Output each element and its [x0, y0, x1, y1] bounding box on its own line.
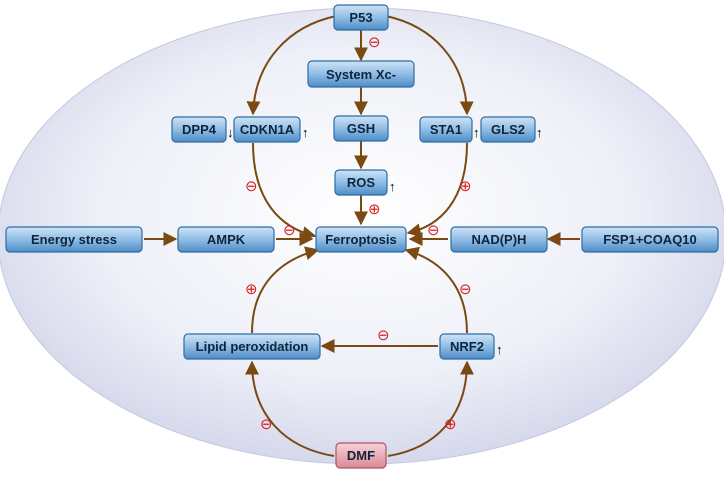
node-gls2: GLS2 ↑ — [480, 116, 543, 143]
sign-nadph-ferroptosis: ⊖ — [427, 222, 440, 239]
nrf2-up-arrow: ↑ — [496, 342, 503, 357]
node-fsp1-label: FSP1+COAQ10 — [603, 232, 697, 247]
cdkn1a-up-arrow: ↑ — [302, 125, 309, 140]
node-dmf: DMF — [335, 442, 387, 469]
node-system-xc: System Xc- — [307, 60, 415, 88]
sign-p53-systemxc: ⊖ — [368, 34, 381, 51]
arrow-dmf-nrf2 — [387, 360, 474, 457]
node-ros: ROS ↑ — [334, 169, 396, 196]
sign-cdkn1a-ferroptosis: ⊖ — [245, 178, 258, 195]
node-dmf-label: DMF — [347, 448, 375, 463]
arrow-nrf2-ferroptosis — [404, 246, 468, 334]
regulation-signs: ⊖ ⊕ ⊖ ⊕ ⊖ ⊖ ⊕ ⊖ ⊖ ⊖ ⊕ — [245, 34, 472, 433]
node-lipid-peroxidation: Lipid peroxidation — [183, 333, 321, 360]
node-energy-stress: Energy stress — [5, 226, 143, 253]
arrow-sta1-ferroptosis — [406, 142, 468, 238]
node-dpp4: DPP4 ↓ — [171, 116, 234, 143]
arrows — [144, 15, 580, 457]
node-energy-stress-label: Energy stress — [31, 232, 117, 247]
sign-nrf2-lipid: ⊖ — [377, 327, 390, 344]
node-ferroptosis-label: Ferroptosis — [325, 232, 397, 247]
sign-dmf-nrf2: ⊕ — [444, 416, 457, 433]
node-dpp4-label: DPP4 — [182, 122, 217, 137]
dpp4-down-arrow: ↓ — [227, 125, 234, 140]
sta1-up-arrow: ↑ — [473, 125, 480, 140]
sign-ros-ferroptosis: ⊕ — [368, 201, 381, 218]
node-system-xc-label: System Xc- — [326, 67, 396, 82]
sign-nrf2-ferroptosis: ⊖ — [459, 281, 472, 298]
node-gsh: GSH — [333, 115, 389, 142]
node-nadph-label: NAD(P)H — [472, 232, 527, 247]
node-fsp1: FSP1+COAQ10 — [581, 226, 719, 253]
arrow-lipid-ferroptosis — [251, 246, 320, 334]
node-ferroptosis: Ferroptosis — [315, 226, 407, 253]
arrow-dmf-lipid — [245, 360, 335, 457]
node-p53: P53 — [333, 4, 389, 31]
node-ros-label: ROS — [347, 175, 376, 190]
node-lipid-peroxidation-label: Lipid peroxidation — [196, 339, 309, 354]
sign-lipid-ferroptosis: ⊕ — [245, 281, 258, 298]
node-ampk: AMPK — [177, 226, 275, 253]
sign-ampk-ferroptosis: ⊖ — [283, 222, 296, 239]
sign-sta1-ferroptosis: ⊕ — [459, 178, 472, 195]
node-sta1: STA1 ↑ — [419, 116, 480, 143]
node-cdkn1a-label: CDKN1A — [240, 122, 295, 137]
sign-dmf-lipid: ⊖ — [260, 416, 273, 433]
node-gsh-label: GSH — [347, 121, 375, 136]
node-sta1-label: STA1 — [430, 122, 462, 137]
node-cdkn1a: CDKN1A ↑ — [233, 116, 309, 143]
arrow-p53-sta1 — [385, 15, 474, 116]
node-p53-label: P53 — [349, 10, 372, 25]
ros-up-arrow: ↑ — [389, 179, 396, 194]
node-nrf2: NRF2 ↑ — [439, 333, 503, 360]
node-nadph: NAD(P)H — [450, 226, 548, 253]
node-nrf2-label: NRF2 — [450, 339, 484, 354]
node-ampk-label: AMPK — [207, 232, 246, 247]
arrow-p53-cdkn1a — [246, 15, 337, 116]
node-gls2-label: GLS2 — [491, 122, 525, 137]
gls2-up-arrow: ↑ — [536, 125, 543, 140]
